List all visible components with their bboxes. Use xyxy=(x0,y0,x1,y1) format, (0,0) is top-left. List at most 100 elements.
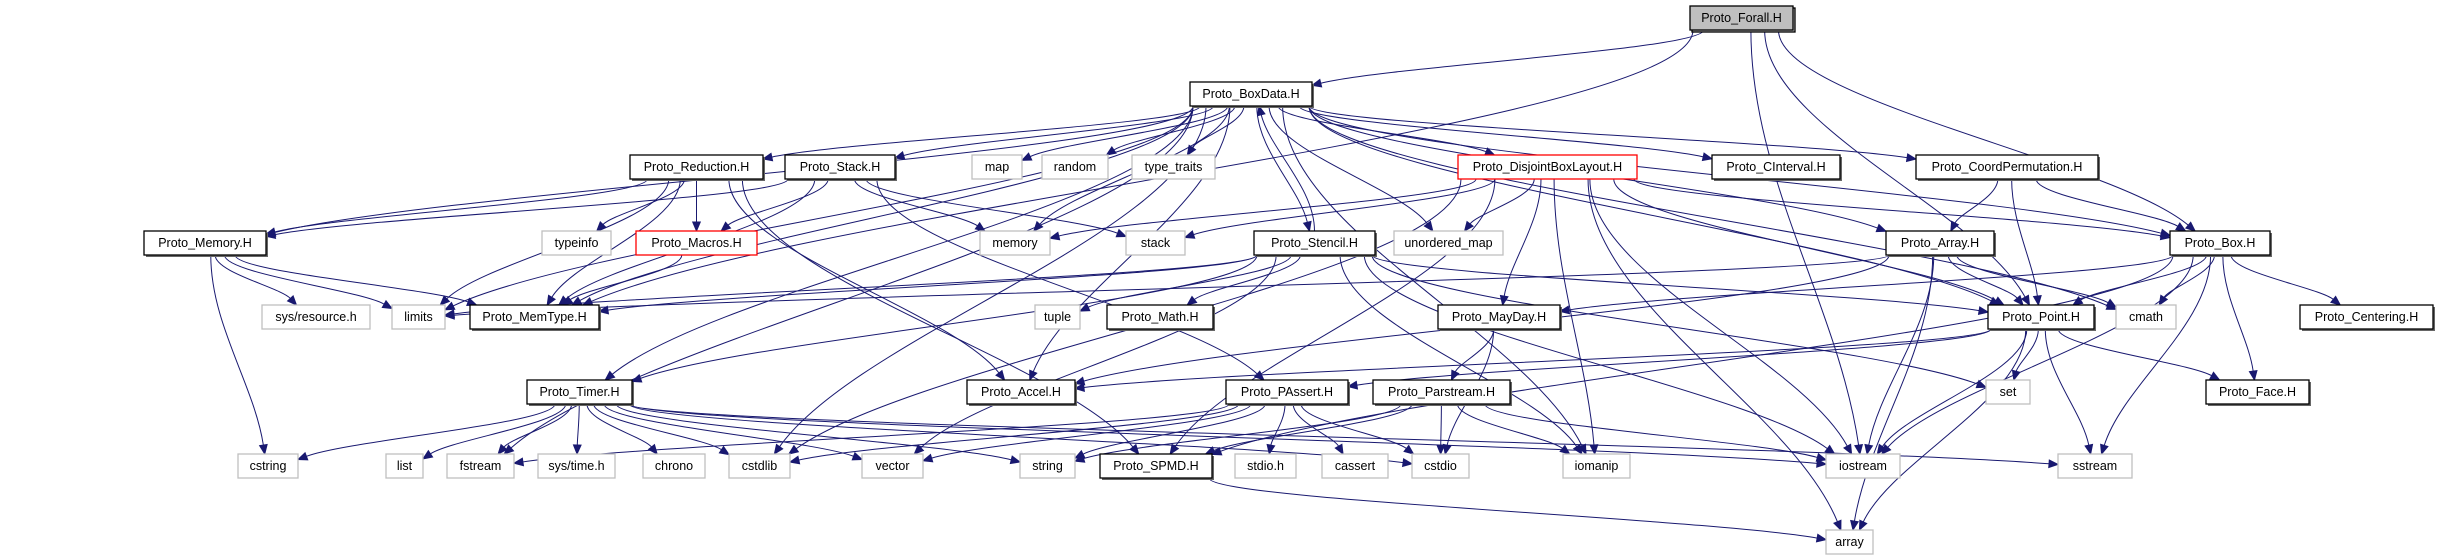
edge-reduction-to-spmd xyxy=(741,178,1140,455)
arrowhead-icon xyxy=(2209,371,2221,381)
node-vector[interactable]: vector xyxy=(861,453,924,479)
arrowhead-icon xyxy=(1850,519,1860,532)
edge-line xyxy=(1947,254,2018,299)
arrowhead-icon xyxy=(1169,443,1180,456)
node-cstring[interactable]: cstring xyxy=(237,453,299,479)
node-box xyxy=(526,379,633,405)
node-random[interactable]: random xyxy=(1041,154,1109,180)
arrowhead-icon xyxy=(1701,152,1714,162)
edge-line xyxy=(1282,105,1583,447)
node-iomanip[interactable]: iomanip xyxy=(1562,453,1631,479)
node-macros[interactable]: Proto_Macros.H xyxy=(635,230,758,256)
edge-line xyxy=(1356,328,1992,386)
edge-line xyxy=(586,403,652,448)
edge-line xyxy=(1750,29,1860,446)
node-set[interactable]: set xyxy=(1985,379,2031,405)
node-cmath[interactable]: cmath xyxy=(2115,304,2177,330)
edge-line xyxy=(551,178,681,298)
node-tuple[interactable]: tuple xyxy=(1034,304,1081,330)
node-spmd[interactable]: Proto_SPMD.H xyxy=(1099,453,1214,480)
node-unordered_map[interactable]: unordered_map xyxy=(1393,230,1504,256)
edge-boxdata-to-stackh xyxy=(893,105,1214,160)
edge-stencil-to-point xyxy=(1371,254,1990,316)
arrowhead-icon xyxy=(1558,305,1571,315)
edge-line xyxy=(741,178,1134,448)
node-mayday[interactable]: Proto_MayDay.H xyxy=(1437,304,1562,331)
node-box xyxy=(1321,453,1389,479)
node-cstdio[interactable]: cstdio xyxy=(1411,453,1470,479)
node-accel[interactable]: Proto_Accel.H xyxy=(966,379,1077,406)
edge-line xyxy=(728,178,1000,374)
node-box xyxy=(1915,154,2099,180)
edge-line xyxy=(1956,254,2109,304)
node-stack[interactable]: stack xyxy=(1125,230,1186,256)
edge-stackh-to-memoryh xyxy=(264,178,789,239)
node-timer[interactable]: Proto_Timer.H xyxy=(526,379,634,406)
node-iostream[interactable]: iostream xyxy=(1825,453,1901,479)
node-typeinfo[interactable]: typeinfo xyxy=(541,230,612,256)
node-limits[interactable]: limits xyxy=(391,304,446,330)
node-reduction[interactable]: Proto_Reduction.H xyxy=(629,154,765,181)
node-string[interactable]: string xyxy=(1019,453,1076,479)
node-box xyxy=(1393,230,1504,256)
node-label: random xyxy=(1054,160,1096,174)
node-boxdata[interactable]: Proto_BoxData.H xyxy=(1189,81,1314,108)
node-label: Proto_Memory.H xyxy=(158,236,252,250)
arrowhead-icon xyxy=(1572,443,1583,456)
edge-line xyxy=(903,105,1214,157)
edge-dbl-to-memory xyxy=(1048,178,1477,241)
arrowhead-icon xyxy=(1183,230,1196,239)
edge-line xyxy=(430,403,567,455)
node-cstdlib[interactable]: cstdlib xyxy=(728,453,791,479)
node-point[interactable]: Proto_Point.H xyxy=(1987,304,2096,331)
node-chrono[interactable]: chrono xyxy=(642,453,706,479)
arrowhead-icon xyxy=(2184,221,2197,232)
edge-timer-to-string xyxy=(615,403,1022,465)
node-stdioh[interactable]: stdio.h xyxy=(1234,453,1297,479)
node-box xyxy=(642,453,706,479)
node-stackh[interactable]: Proto_Stack.H xyxy=(784,154,897,181)
node-map[interactable]: map xyxy=(971,154,1023,180)
nodes-layer: Proto_Forall.H Proto_BoxData.H Proto_Reduc… xyxy=(143,5,2435,555)
node-box[interactable]: Proto_Box.H xyxy=(2169,230,2272,257)
node-parstream[interactable]: Proto_Parstream.H xyxy=(1372,379,1512,406)
edge-memoryh-to-limits xyxy=(224,254,394,310)
node-face[interactable]: Proto_Face.H xyxy=(2205,379,2311,406)
node-cassert[interactable]: cassert xyxy=(1321,453,1389,479)
node-memtype[interactable]: Proto_MemType.H xyxy=(469,304,601,331)
edge-line xyxy=(931,403,1252,459)
arrowhead-icon xyxy=(512,457,525,467)
arrowhead-icon xyxy=(1559,444,1571,455)
edge-line xyxy=(2222,254,2254,372)
node-sysresource[interactable]: sys/resource.h xyxy=(261,304,371,330)
node-forall[interactable]: Proto_Forall.H xyxy=(1689,5,1796,33)
node-passert[interactable]: Proto_PAssert.H xyxy=(1225,379,1350,406)
node-label: unordered_map xyxy=(1404,236,1492,250)
node-fstream[interactable]: fstream xyxy=(446,453,515,479)
node-array[interactable]: array xyxy=(1825,529,1874,555)
edge-line xyxy=(2044,328,2090,446)
node-dbl[interactable]: Proto_DisjointBoxLayout.H xyxy=(1457,154,1638,180)
node-coordperm[interactable]: Proto_CoordPermutation.H xyxy=(1915,154,2100,181)
node-stencil[interactable]: Proto_Stencil.H xyxy=(1253,230,1377,257)
node-memoryh[interactable]: Proto_Memory.H xyxy=(143,230,268,257)
node-label: list xyxy=(397,459,413,473)
node-memory[interactable]: memory xyxy=(979,230,1051,256)
node-cinterval[interactable]: Proto_CInterval.H xyxy=(1711,154,1842,181)
node-list[interactable]: list xyxy=(385,453,424,479)
arrowhead-icon xyxy=(264,230,277,239)
node-label: Proto_Forall.H xyxy=(1701,11,1782,25)
edge-parstream-to-iostream xyxy=(1484,403,1828,462)
edge-boxdata-to-limits xyxy=(443,105,1194,311)
node-centering[interactable]: Proto_Centering.H xyxy=(2299,304,2435,331)
arrowhead-icon xyxy=(1423,220,1434,233)
node-type_traits[interactable]: type_traits xyxy=(1131,154,1216,180)
node-systime[interactable]: sys/time.h xyxy=(537,453,616,479)
node-sstream[interactable]: sstream xyxy=(2057,453,2133,479)
node-arrayh[interactable]: Proto_Array.H xyxy=(1885,230,1996,257)
edge-boxdata-to-reduction xyxy=(761,105,1201,162)
arrowhead-icon xyxy=(1436,444,1446,456)
node-math[interactable]: Proto_Math.H xyxy=(1106,304,1215,331)
node-label: Proto_MayDay.H xyxy=(1452,310,1546,324)
node-box xyxy=(446,453,515,479)
